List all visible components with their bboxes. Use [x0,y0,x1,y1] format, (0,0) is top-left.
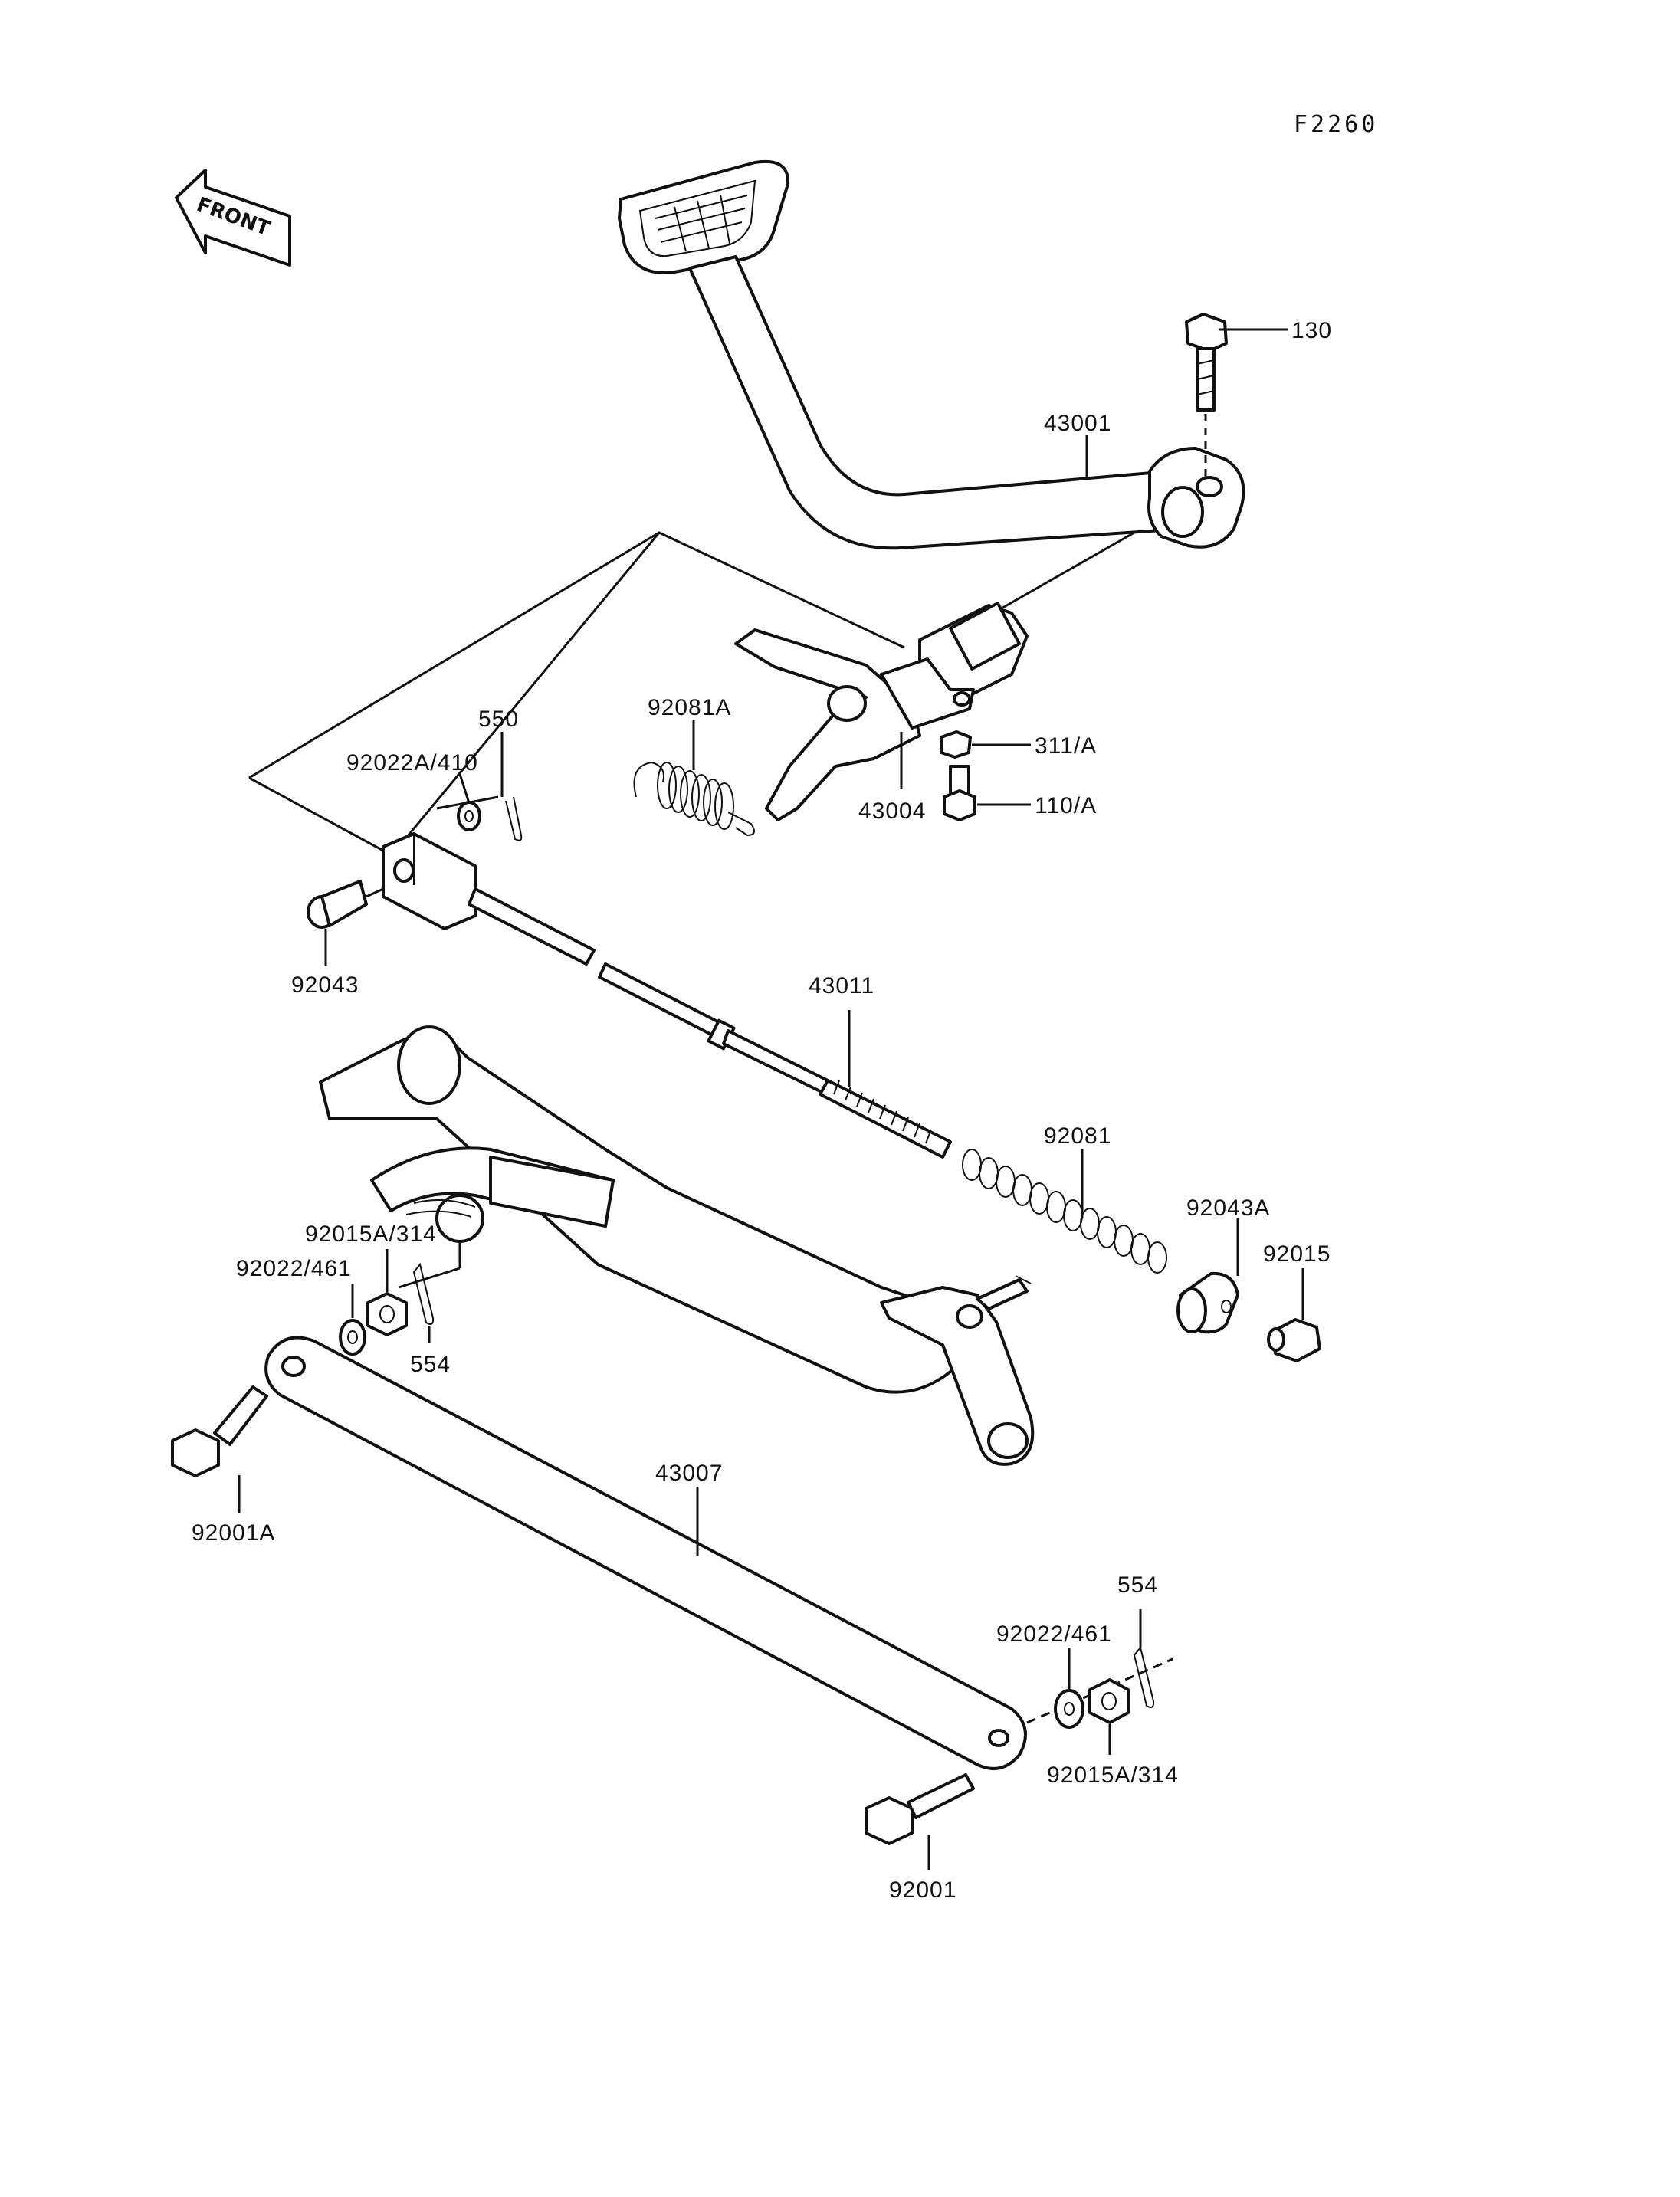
cotter-pin-554-left [412,1262,435,1325]
brake-pedal [618,159,1245,550]
bolt-92001a [171,1385,268,1477]
swing-arm [319,1025,975,1394]
cotter-pin-550 [505,796,523,841]
cotter-pin-554-right [1133,1645,1155,1708]
spring-92081 [962,1149,1167,1274]
label-550: 550 [478,707,519,732]
label-554-left: 554 [410,1352,451,1377]
brake-rod-43011 [598,962,952,1159]
washer-92022-461-right [1054,1689,1084,1729]
label-92043a: 92043A [1186,1195,1270,1221]
brake-cam-lever [880,1275,1035,1466]
nut-311a [940,730,972,759]
label-92015a-314-right: 92015A/314 [1047,1763,1179,1788]
nut-92015a-314-left [366,1292,408,1336]
label-43007: 43007 [655,1461,723,1486]
label-92022a-410: 92022A/410 [346,750,478,776]
label-92015: 92015 [1263,1241,1331,1267]
label-554-right: 554 [1117,1572,1158,1598]
pedal-shaft-43004 [734,602,1029,821]
label-92015a-314-left: 92015A/314 [305,1221,437,1247]
label-92001: 92001 [889,1877,956,1903]
torque-link-43007 [264,1336,1027,1770]
pin-92043 [307,880,368,929]
bolt-92001 [865,1773,975,1845]
label-92022-461-left: 92022/461 [236,1256,352,1281]
figure-code: F2260 [1294,111,1378,138]
washer-92022-461-left [339,1319,366,1356]
label-92022-461-right: 92022/461 [996,1622,1112,1647]
nut-92015a-314-right [1088,1678,1130,1724]
spring-92081a [633,761,755,837]
label-130: 130 [1291,318,1332,343]
label-43004: 43004 [858,798,926,824]
label-110a: 110/A [1035,793,1097,818]
label-92081: 92081 [1044,1123,1111,1149]
nut-92015 [1267,1318,1321,1362]
label-92043: 92043 [291,972,359,998]
joint-92043a [1176,1271,1239,1334]
label-92081a: 92081A [648,695,731,720]
front-arrow-icon: FRONT [175,169,291,267]
clevis [382,832,477,930]
label-43001: 43001 [1044,411,1111,436]
label-311a: 311/A [1035,733,1097,759]
washer-92022a-410 [457,801,481,831]
label-92001a: 92001A [192,1520,275,1546]
bolt-110a [943,765,976,821]
label-43011: 43011 [809,973,874,998]
bolt-130 [1185,313,1228,412]
